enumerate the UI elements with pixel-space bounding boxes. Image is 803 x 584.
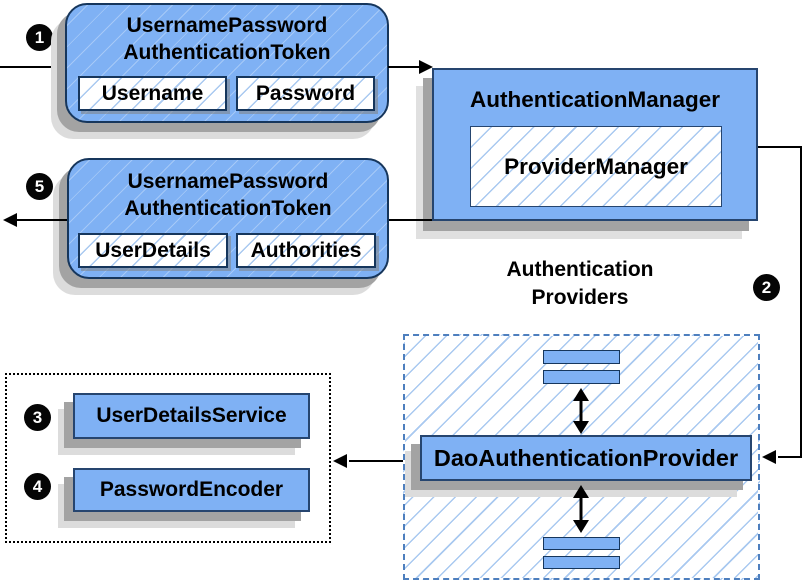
exchange-arrow-bottom-down-head	[573, 520, 589, 533]
provider-manager-label: ProviderManager	[504, 153, 688, 179]
exchange-arrow-top	[569, 388, 593, 434]
exchange-arrow-bottom	[569, 485, 593, 533]
password-field-chip: Password	[236, 76, 375, 111]
authorities-field-label: Authorities	[250, 238, 362, 262]
username-field-label: Username	[101, 81, 204, 105]
connector-into-providers-head	[762, 450, 776, 464]
connector-into-providers-line	[778, 456, 802, 458]
userdetails-field-chip: UserDetails	[78, 233, 228, 268]
exchange-arrow-top-up-head	[573, 388, 589, 401]
token-request-title-line1: UsernamePassword	[126, 14, 328, 37]
step-4-number: 4	[32, 476, 43, 496]
dao-authentication-provider-label: DaoAuthenticationProvider	[433, 444, 739, 471]
token-request-title-line2: AuthenticationToken	[123, 41, 331, 64]
providers-group-label-line2: Providers	[531, 286, 629, 309]
userdetails-field-label: UserDetails	[95, 238, 211, 262]
step-3-badge: 3	[24, 404, 51, 431]
connector-manager-right-line	[758, 146, 802, 148]
step-1-badge: 1	[26, 24, 53, 51]
providers-group-label-line1: Authentication	[506, 258, 654, 281]
arrow-token-to-manager-line	[388, 66, 420, 68]
provider-stack-bottom-bar-2	[543, 556, 620, 569]
exchange-arrow-bottom-up-head	[573, 485, 589, 498]
flow-line-request-in	[0, 66, 65, 68]
arrow-token-to-manager-head	[419, 60, 433, 74]
username-field-chip: Username	[78, 76, 227, 111]
arrow-response-out-head	[3, 213, 17, 227]
exchange-arrow-bottom-shaft	[579, 494, 583, 524]
connector-manager-down-line	[800, 146, 802, 458]
authorities-field-chip: Authorities	[236, 233, 376, 268]
step-2-badge: 2	[753, 274, 780, 301]
token-response-title-line2: AuthenticationToken	[124, 197, 332, 220]
password-encoder-box: PasswordEncoder	[73, 468, 310, 512]
step-3-number: 3	[32, 407, 43, 427]
token-request-box: UsernamePassword AuthenticationToken	[65, 3, 389, 123]
line-manager-to-response	[387, 219, 432, 221]
token-response-title: UsernamePassword AuthenticationToken	[69, 168, 387, 222]
arrow-response-out-line	[16, 219, 67, 221]
token-response-title-line1: UsernamePassword	[127, 170, 329, 193]
exchange-arrow-top-shaft	[579, 397, 583, 425]
providers-group-label: Authentication Providers	[455, 256, 705, 312]
password-field-label: Password	[255, 81, 356, 105]
authentication-manager-title: AuthenticationManager	[469, 87, 721, 112]
provider-stack-top-bar-2	[543, 370, 620, 384]
user-details-service-box: UserDetailsService	[73, 393, 310, 439]
password-encoder-label: PasswordEncoder	[99, 478, 284, 501]
step-5-badge: 5	[26, 173, 53, 200]
step-1-number: 1	[34, 27, 45, 47]
step-2-number: 2	[761, 277, 772, 297]
exchange-arrow-top-down-head	[573, 421, 589, 434]
user-details-service-label: UserDetailsService	[96, 404, 287, 427]
step-5-number: 5	[34, 176, 45, 196]
token-request-title: UsernamePassword AuthenticationToken	[67, 12, 387, 66]
provider-stack-bottom-bar-1	[543, 537, 620, 550]
provider-manager-box: ProviderManager	[470, 126, 722, 207]
arrow-dao-to-services-head	[333, 454, 347, 468]
arrow-dao-to-services-line	[349, 460, 403, 462]
dao-authentication-provider-box: DaoAuthenticationProvider	[420, 435, 752, 481]
provider-stack-top-bar-1	[543, 350, 620, 364]
step-4-badge: 4	[24, 473, 51, 500]
